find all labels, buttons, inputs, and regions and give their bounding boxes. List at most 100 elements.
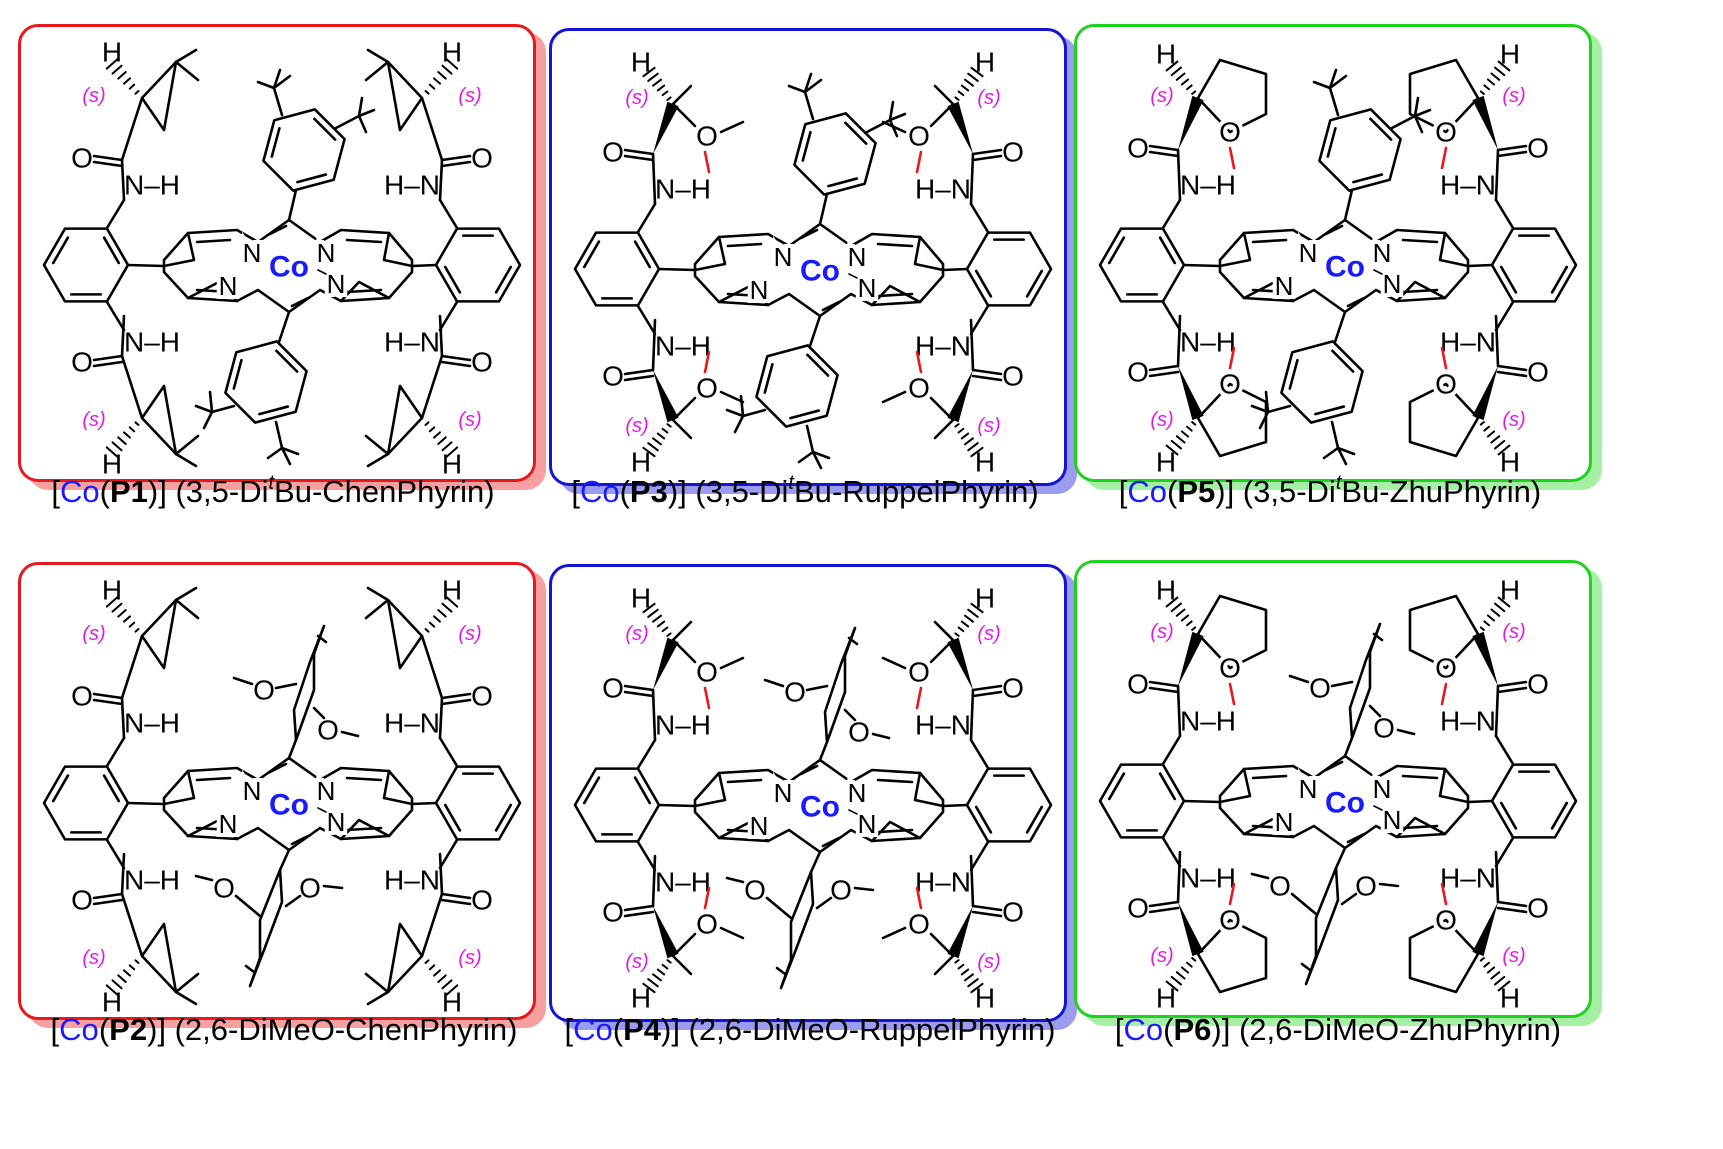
bond	[1343, 736, 1354, 758]
hydrogen-atom: H	[1156, 447, 1176, 478]
double-bond	[971, 374, 1003, 382]
bond	[438, 838, 459, 870]
carbonyl-bond	[1148, 364, 1180, 372]
ring-oxygen: O	[1435, 117, 1457, 148]
meso-aryl-ring	[248, 868, 284, 988]
amide-bond	[969, 854, 975, 908]
amide-bond	[969, 318, 975, 372]
amide-nh: N–H	[655, 331, 711, 362]
pyrrole-inner	[162, 231, 196, 268]
hash-bond	[970, 446, 984, 458]
hash-bond	[647, 978, 659, 988]
double-bond	[1331, 349, 1355, 373]
caption-pre: (3,5-Di	[1234, 474, 1336, 509]
double-bond	[726, 292, 763, 298]
tert-butyl	[1336, 446, 1348, 466]
carbonyl-oxygen: O	[1127, 357, 1149, 388]
wedge-bond	[653, 370, 679, 423]
hash-bond	[957, 626, 965, 633]
methyl-bond	[1250, 872, 1270, 880]
hash-bond	[666, 96, 672, 101]
caption-rp: )]	[1211, 1012, 1231, 1047]
double-bond	[726, 778, 763, 784]
hash-bond	[445, 596, 459, 608]
carbonyl-oxygen: O	[602, 673, 624, 704]
hydrogen-atom: H	[975, 583, 995, 614]
hash-bond	[1490, 435, 1501, 444]
wedge-bond	[1472, 631, 1498, 686]
double-bond	[876, 778, 914, 784]
tert-butyl	[357, 114, 368, 134]
carbonyl-bond	[1496, 144, 1528, 152]
bond	[636, 840, 657, 872]
hash-bond	[647, 442, 659, 452]
carbonyl-bond	[440, 354, 472, 362]
double-bond	[633, 240, 652, 269]
double-bond	[345, 776, 383, 782]
carbonyl-bond	[623, 368, 655, 376]
hash-bond	[437, 974, 447, 983]
carbonyl-bond	[1148, 900, 1180, 908]
amide-hn: H–N	[915, 331, 971, 362]
ring-oxygen: O	[1219, 117, 1241, 148]
bond	[105, 838, 126, 870]
carbonyl-oxygen: O	[1002, 361, 1024, 392]
double-bond	[789, 409, 821, 420]
double-bond	[92, 698, 124, 706]
amide-hn: H–N	[384, 708, 440, 739]
amide-bond	[438, 852, 444, 896]
methoxy-oxygen: O	[317, 715, 339, 746]
double-bond	[1346, 296, 1366, 308]
ring-oxygen: O	[1435, 653, 1457, 684]
hash-bond	[967, 978, 979, 988]
hash-bond	[642, 66, 656, 78]
hash-bond	[1191, 90, 1197, 95]
methoxy-oxygen: O	[744, 875, 766, 906]
methoxy-oxygen: O	[1355, 871, 1377, 902]
amide-nh: N–H	[1180, 863, 1236, 894]
double-bond	[440, 698, 472, 706]
double-bond	[974, 805, 993, 834]
double-bond	[316, 634, 328, 644]
hash-bond	[424, 421, 430, 426]
pyrrole-inner	[1438, 767, 1470, 804]
ring-oxygen: O	[1219, 653, 1241, 684]
carbonyl-oxygen: O	[1002, 673, 1024, 704]
double-bond	[1025, 805, 1044, 834]
hash-bond	[957, 427, 965, 434]
methoxy-oxygen: O	[1269, 871, 1291, 902]
bond	[1161, 836, 1182, 868]
hydrogen-atom: H	[631, 447, 651, 478]
stereo-label: (s)	[977, 951, 1000, 973]
tetrahydrofuran-ring	[1196, 594, 1268, 670]
hash-bond	[117, 609, 127, 618]
hash-bond	[1494, 439, 1506, 450]
double-bond	[876, 242, 914, 248]
tert-butyl	[334, 108, 376, 130]
caption-metal: Co	[1123, 1012, 1164, 1047]
aryl-meso-bond	[1182, 263, 1222, 268]
hash-bond	[1483, 961, 1490, 968]
cyclopropane-ring	[386, 384, 424, 456]
hash-bond	[1175, 608, 1186, 617]
double-bond	[92, 898, 124, 906]
double-bond	[51, 774, 70, 803]
methoxy-bond	[312, 706, 326, 720]
carbonyl-bond	[971, 904, 1003, 912]
tert-butyl	[194, 404, 236, 414]
double-bond	[440, 898, 472, 906]
wedge-bond	[1472, 95, 1498, 150]
hash-bond	[1490, 72, 1501, 81]
caption-lp: (	[612, 1012, 624, 1047]
hydrogen-bond	[1440, 346, 1448, 370]
methoxy-oxygen: O	[213, 873, 235, 904]
hash-bond	[1191, 421, 1197, 426]
right-benzene-ring	[1490, 763, 1578, 839]
caption-ligand: P2	[109, 1012, 148, 1047]
aryl-meso-bond	[126, 263, 166, 268]
double-bond	[92, 360, 124, 368]
pyrrole-inner	[870, 284, 922, 307]
caption-rp: )]	[147, 1012, 166, 1047]
double-bond	[1499, 265, 1518, 294]
nitrogen-atom: N	[219, 271, 238, 301]
